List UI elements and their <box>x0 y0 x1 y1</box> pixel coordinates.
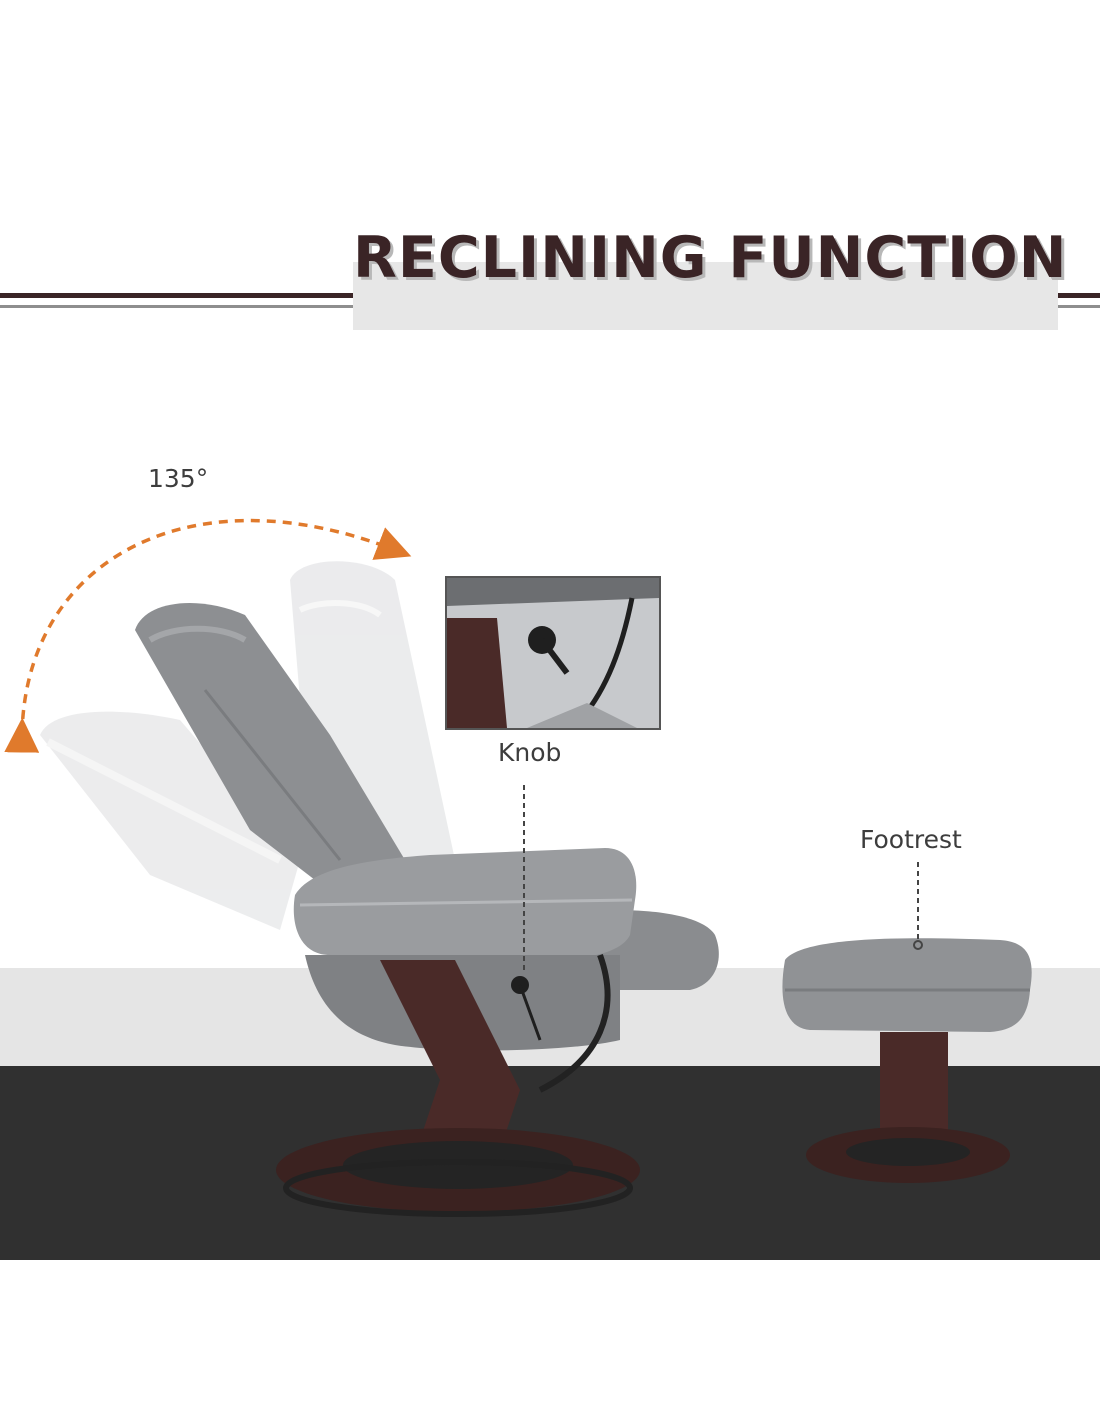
knob-detail-inset <box>445 576 661 730</box>
knob-label: Knob <box>498 738 562 767</box>
header-rule-right-light <box>1058 305 1100 308</box>
page-title: RECLINING FUNCTION <box>353 225 1068 291</box>
header-rule-right-dark <box>1058 293 1100 298</box>
knob-detail-image <box>447 578 659 728</box>
ghost-back-upright <box>290 561 455 880</box>
curved-arrow-icon <box>4 518 412 753</box>
angle-label: 135° <box>148 464 209 493</box>
title-background <box>353 262 1058 330</box>
footrest-label: Footrest <box>860 825 962 854</box>
header-rule-left-light <box>0 305 353 308</box>
backrest <box>135 603 405 880</box>
footrest-cushion <box>782 938 1032 1032</box>
header-rule-left-dark <box>0 293 353 298</box>
ghost-back-reclined <box>40 711 300 930</box>
wood-support <box>380 960 520 1180</box>
